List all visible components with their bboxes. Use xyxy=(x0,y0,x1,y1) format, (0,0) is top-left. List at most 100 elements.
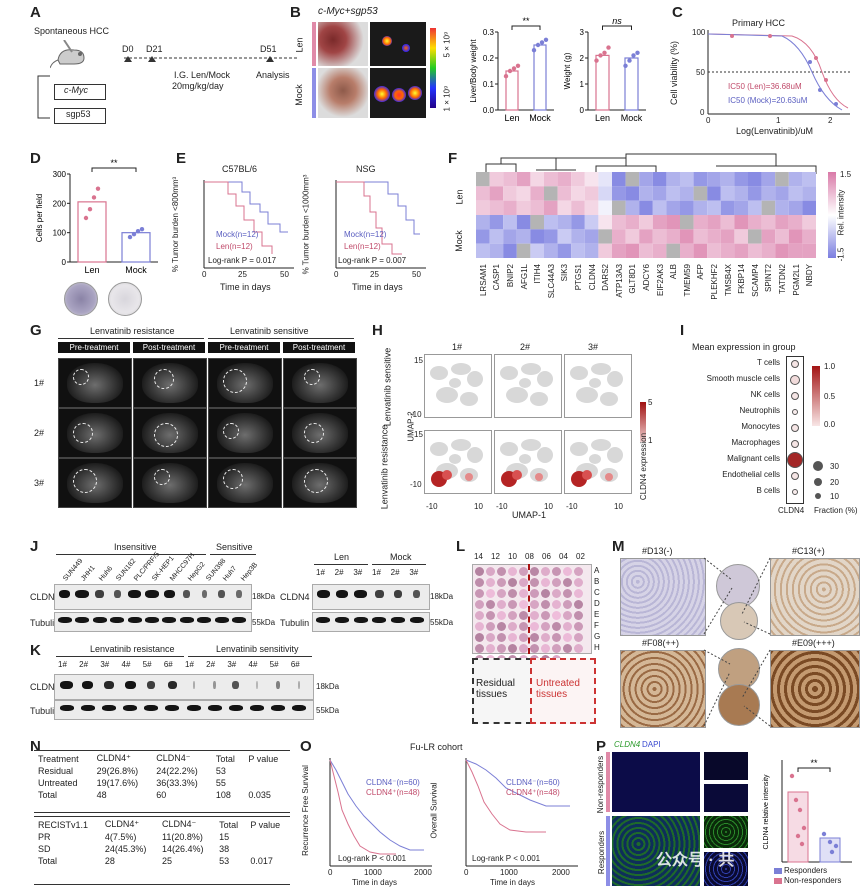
heatmap-cell xyxy=(476,172,490,187)
ytick-100: 100 xyxy=(53,229,67,238)
ytick-2: 2 xyxy=(580,54,585,63)
c-xtick-2: 2 xyxy=(828,116,833,125)
tma-core xyxy=(475,589,484,598)
panel-k: Lenvatinib resistance Lenvatinib sensiti… xyxy=(30,642,450,724)
liver-photo-mock xyxy=(318,68,368,118)
table-cell: Total xyxy=(38,790,58,800)
table-header-cell: CLDN4⁻ xyxy=(156,753,191,763)
lane-label: 1# xyxy=(372,568,381,577)
heatmap-cell xyxy=(503,229,517,244)
heatmap-cell xyxy=(734,200,748,215)
tma-core xyxy=(497,567,506,576)
umap-plot xyxy=(424,430,492,494)
j-right-row-tubulin: Tubulin xyxy=(280,618,310,628)
spontaneous-hcc-label: Spontaneous HCC xyxy=(34,26,110,36)
gene-label: SLC44A3 xyxy=(546,264,556,299)
g-row-2: 2# xyxy=(34,428,45,438)
heatmap xyxy=(476,172,816,258)
i-scale-bar xyxy=(812,366,820,426)
lane-label: 6# xyxy=(290,660,300,669)
table-cell: 0.035 xyxy=(248,790,271,800)
l-divider xyxy=(528,564,530,654)
data-point xyxy=(821,831,827,837)
h-ytick-15-top: 15 xyxy=(414,356,423,365)
lane-label: JHH1 xyxy=(79,564,97,583)
data-point xyxy=(829,849,835,855)
blot-band xyxy=(59,705,74,711)
table-header-cell: Treatment xyxy=(38,753,79,764)
heatmap-cell xyxy=(516,215,531,230)
k-row-tubulin: Tubulin xyxy=(30,706,60,716)
data-point xyxy=(539,40,545,45)
heatmap-cell xyxy=(802,215,816,230)
heatmap-cell xyxy=(652,186,667,201)
i-size-10: 10 xyxy=(830,492,839,501)
heatmap-cell xyxy=(775,229,789,244)
heatmap-cell xyxy=(625,229,640,244)
blot-band xyxy=(186,705,201,711)
tma-core xyxy=(563,567,572,576)
table-cell: PR xyxy=(38,832,51,842)
gene-label: PLEKHF2 xyxy=(710,264,719,300)
heatmap-cell xyxy=(802,200,816,215)
m-connector-lines xyxy=(703,557,771,727)
data-point xyxy=(789,773,795,779)
mri-scan xyxy=(208,358,282,408)
tumor-outline xyxy=(304,423,324,443)
blot-band xyxy=(236,590,243,598)
tma-core xyxy=(497,622,506,631)
m-image-br xyxy=(770,650,860,728)
heatmap-cell xyxy=(652,200,667,215)
table-cell: 15 xyxy=(219,832,230,842)
table-header-cell: CLDN4⁻ xyxy=(162,819,197,829)
p-legend-swatch-nonresp xyxy=(774,878,782,884)
heatmap-cell xyxy=(516,186,531,201)
tma-core xyxy=(475,611,484,620)
blot-band xyxy=(75,590,90,598)
table-cell: 38 xyxy=(219,844,230,854)
ytick-0: 0 xyxy=(62,258,67,267)
panel-label-n: N xyxy=(30,738,41,755)
h-row-sensitive: Lenvatinib sensitive xyxy=(382,347,393,427)
p-title-dapi: DAPI xyxy=(642,740,661,749)
p-strip-nonresp xyxy=(606,752,610,812)
ytick-0.3: 0.3 xyxy=(483,28,495,37)
expression-dot xyxy=(791,392,799,400)
i-size-20: 20 xyxy=(830,478,839,487)
e-xtick-50b: 50 xyxy=(412,270,421,279)
blot-band xyxy=(250,705,265,711)
gene-label: ADCY6 xyxy=(642,264,651,291)
data-point xyxy=(827,839,833,845)
table-cell: 14(26.4%) xyxy=(162,844,204,854)
heatmap-cell xyxy=(693,186,708,201)
tma-core xyxy=(508,622,517,631)
heatmap-cell xyxy=(802,243,816,258)
tma-core xyxy=(486,644,495,653)
panel-label-e: E xyxy=(176,150,187,167)
lane-label: Hep3B xyxy=(240,561,260,583)
ytick-0.2: 0.2 xyxy=(483,54,495,63)
panel-label-i: I xyxy=(680,322,685,339)
p-image-resp-small2 xyxy=(704,852,748,886)
heatmap-cell xyxy=(707,229,721,244)
table-header-cell: CLDN4⁺ xyxy=(96,753,131,763)
data-point xyxy=(635,50,640,55)
o-legend-pos-1: CLDN4⁺(n=48) xyxy=(366,788,420,797)
cell-type-label: T cells xyxy=(757,358,780,367)
lane-label: 3# xyxy=(227,660,237,669)
cell-type-label: Malignant cells xyxy=(727,454,780,463)
tma-core xyxy=(475,644,484,653)
p-title-cldn4: CLDN4 xyxy=(614,740,641,749)
umap-xtick: -10 xyxy=(566,502,578,511)
heatmap-cell xyxy=(584,172,599,187)
tma-core xyxy=(519,600,528,609)
data-point xyxy=(602,50,607,55)
blot-band xyxy=(82,681,94,689)
tma-core xyxy=(519,633,528,642)
heatmap-cell xyxy=(544,186,558,201)
m-core-3 xyxy=(718,648,760,690)
e-ylabel-c57: % Tumor burden <800mm³ xyxy=(171,176,181,273)
